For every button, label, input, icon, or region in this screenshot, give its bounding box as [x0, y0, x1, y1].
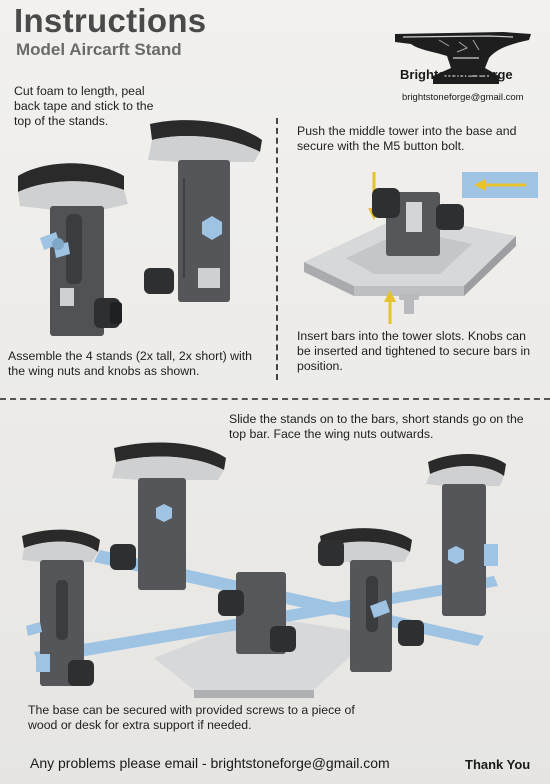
tower-base-illustration	[304, 172, 538, 324]
stand-back-right	[426, 453, 506, 616]
stand-front-right	[318, 528, 424, 672]
stand-front-left	[22, 529, 100, 686]
horizontal-divider	[0, 398, 550, 400]
brand-email: brightstoneforge@gmail.com	[402, 92, 524, 103]
step1-text: Cut foam to length, peal back tape and s…	[14, 84, 154, 128]
bar-slide-illustration	[462, 172, 538, 198]
stand-assembly-illustration	[18, 120, 262, 336]
brand-name: Brightstone Forge	[400, 67, 513, 82]
m5-bolt-icon	[399, 294, 419, 314]
page-subtitle: Model Aircarft Stand	[16, 40, 182, 59]
step6-text: The base can be secured with provided sc…	[28, 703, 355, 732]
contact-footer: Any problems please email - brightstonef…	[30, 755, 390, 771]
thank-you: Thank You	[465, 757, 531, 772]
full-assembly-illustration	[22, 442, 506, 698]
arrow-up-icon	[384, 290, 396, 324]
short-stand	[18, 163, 128, 336]
step5-text: Slide the stands on to the bars, short s…	[229, 412, 524, 441]
step4-text: Insert bars into the tower slots. Knobs …	[297, 329, 531, 373]
anvil-icon	[395, 32, 531, 84]
step3-text: Push the middle tower into the base and …	[297, 124, 517, 153]
tall-stand	[144, 120, 262, 302]
stand-back-left	[110, 442, 226, 590]
step2-text: Assemble the 4 stands (2x tall, 2x short…	[8, 349, 252, 378]
page-title: Instructions	[14, 2, 207, 39]
vertical-divider	[276, 118, 278, 380]
